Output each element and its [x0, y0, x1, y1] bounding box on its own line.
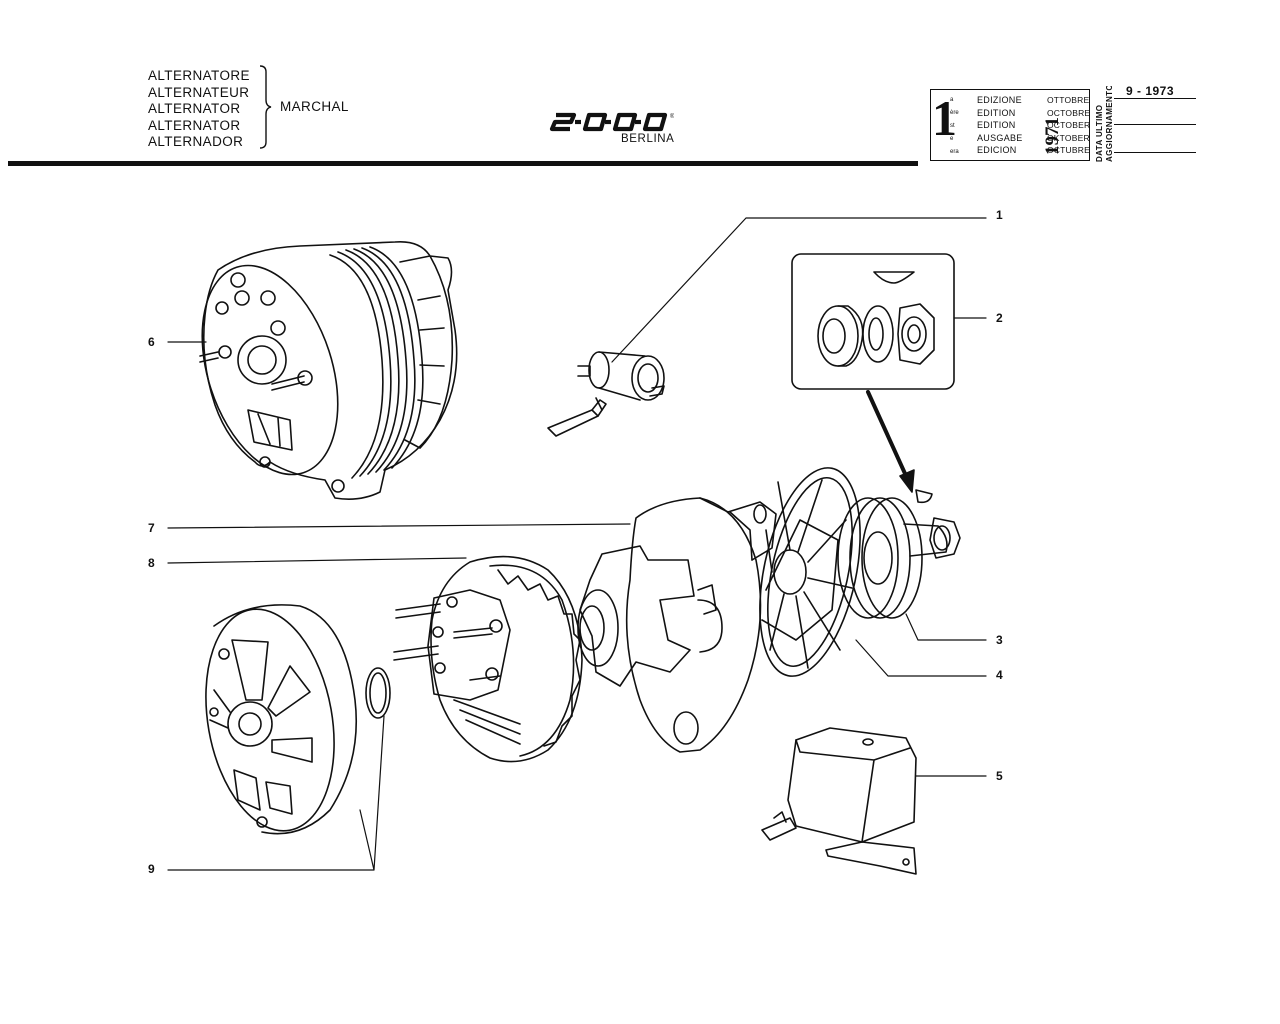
edition-month: OKTOBER — [1047, 132, 1090, 143]
edition-ordinal: e — [950, 136, 954, 142]
header-divider — [8, 161, 918, 166]
update-date: 9 - 1973 — [1126, 84, 1175, 98]
update-label: DATA ULTIMO AGGIORNAMENTO — [1095, 86, 1114, 162]
part-name-de: ALTERNATOR — [148, 117, 241, 133]
edition-ordinals: a ère st e era — [950, 94, 959, 159]
edition-number: 1 — [932, 90, 957, 146]
part-name-it: ALTERNATORE — [148, 68, 250, 83]
callout-7: 7 — [148, 521, 155, 535]
edition-label: EDITION — [977, 107, 1016, 118]
svg-text:®: ® — [670, 113, 674, 120]
update-date-line — [1114, 124, 1196, 126]
edition-labels: EDIZIONE EDITION EDITION AUSGABE EDICION — [977, 94, 1023, 157]
edition-ordinal: st — [950, 123, 955, 129]
part-name-es: ALTERNADOR — [148, 134, 244, 149]
part-name-en: ALTERNATOR — [148, 101, 241, 116]
model-body-label: BERLINA — [621, 133, 675, 145]
edition-months: OTTOBRE OCTOBRE OCTOBER OKTOBER OCTUBRE — [1047, 94, 1090, 157]
part-name-fr: ALTERNATEUR — [148, 84, 250, 100]
edition-month: OTTOBRE — [1047, 95, 1090, 105]
callout-2: 2 — [996, 311, 1003, 325]
svg-text:AGGIORNAMENTO: AGGIORNAMENTO — [1105, 86, 1114, 162]
edition-ordinal: ère — [950, 110, 959, 116]
edition-label: EDITION — [977, 120, 1016, 131]
voltage-regulator — [761, 727, 917, 875]
callout-1: 1 — [996, 208, 1003, 222]
edition-month: OCTOBER — [1047, 120, 1091, 131]
update-date-line — [1114, 152, 1196, 154]
svg-text:1971: 1971 — [1043, 117, 1061, 155]
pulley-assembly — [759, 467, 961, 677]
manufacturer-name: MARCHAL — [280, 99, 349, 114]
edition-label: EDIZIONE — [977, 95, 1022, 105]
callout-6: 6 — [148, 335, 155, 349]
leader-lines — [167, 217, 987, 871]
update-date-line — [1114, 98, 1196, 100]
edition-label: EDICION — [977, 145, 1017, 156]
washer-nut-inset — [791, 253, 955, 390]
arrowhead-icon — [899, 469, 915, 493]
edition-box — [930, 89, 1090, 161]
edition-year: 1971 — [1043, 117, 1061, 155]
edition-ordinal: era — [950, 149, 959, 155]
end-cover — [205, 604, 391, 835]
part-name-list: ALTERNATORE ALTERNATEUR ALTERNATOR ALTER… — [148, 68, 250, 151]
callout-5: 5 — [996, 769, 1003, 783]
callout-9: 9 — [148, 862, 155, 876]
edition-month: OCTOBRE — [1047, 107, 1091, 118]
drive-end-housing — [577, 497, 777, 753]
edition-ordinal: a — [950, 97, 954, 103]
rectifier-stator — [393, 555, 583, 763]
brace-icon — [259, 65, 272, 149]
inset-arrow — [866, 390, 909, 480]
callout-8: 8 — [148, 556, 155, 570]
callout-4: 4 — [996, 668, 1003, 682]
model-logo: ® — [549, 112, 674, 132]
svg-text:DATA ULTIMO: DATA ULTIMO — [1095, 105, 1104, 162]
condenser — [547, 351, 665, 437]
callout-3: 3 — [996, 633, 1003, 647]
edition-month: OCTUBRE — [1047, 145, 1090, 156]
edition-label: AUSGABE — [977, 132, 1023, 143]
assembled-alternator — [199, 240, 458, 500]
